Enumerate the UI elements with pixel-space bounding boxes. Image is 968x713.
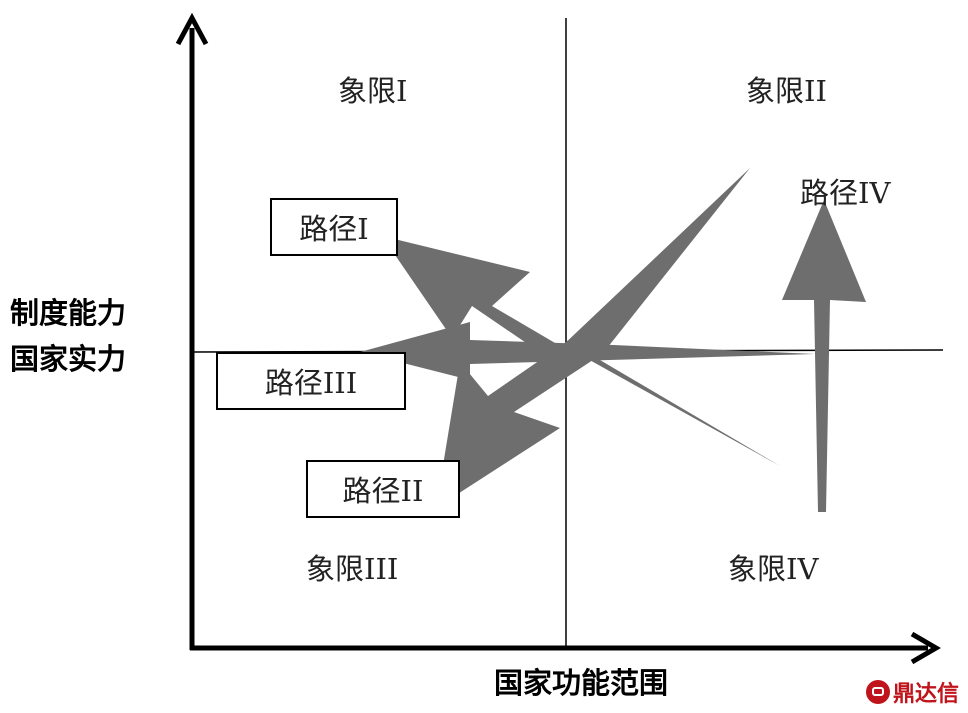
path-label-3: 路径III [216,352,406,410]
x-axis-arrowhead [910,631,941,665]
speech-bubble-logo-icon [866,680,890,704]
y-axis-label-line1: 制度能力 [10,296,127,330]
quadrant-label-3: 象限III [306,552,399,586]
y-axis-arrowhead [175,12,209,46]
quadrant-label-2: 象限II [746,74,827,108]
arrow-path-ii [436,338,596,508]
watermark-text: 鼎达信 [893,682,960,707]
arrow-spike-lower-right [566,340,780,466]
path-label-4: 路径IV [800,176,891,210]
y-axis-label-line2: 国家实力 [10,342,127,376]
quadrant-label-1: 象限I [338,74,408,108]
watermark: 鼎达信 [866,676,959,708]
path-label-1: 路径I [270,198,398,256]
arrow-spike-upper-right [560,168,750,362]
quadrant-label-4: 象限IV [728,552,819,586]
arrow-path-iv [782,200,866,512]
arrow-path-i [382,236,584,366]
y-axis-label: 制度能力 国家实力 [10,290,126,382]
path-label-2: 路径II [306,460,460,518]
x-axis-label: 国家功能范围 [494,666,669,700]
